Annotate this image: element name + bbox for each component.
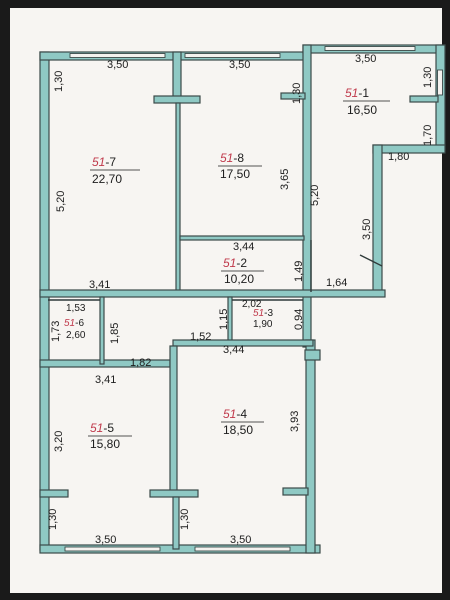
room-7-area: 22,70	[92, 172, 122, 186]
windows	[64, 46, 443, 552]
room-8-label: 51-8	[220, 151, 244, 165]
room-labels: 51-7 22,70 51-8 17,50 51-1 16,50 51-2 10…	[64, 86, 390, 451]
dim-left-wall-top: 1,30	[53, 71, 65, 92]
dim-right-notch-horizontal: 1,80	[388, 151, 409, 163]
dim-top-left: 3,50	[107, 59, 128, 71]
dimension-labels: 3,50 3,50 3,50 1,30 1,30 1,30 1,70 1,80 …	[47, 53, 434, 546]
dim-room7-height: 5,20	[55, 191, 67, 212]
dim-corridor-right: 1,64	[326, 277, 347, 289]
room-4-area: 18,50	[223, 423, 253, 437]
dim-room8-height: 3,65	[279, 169, 291, 190]
dim-room3-right: 0,94	[293, 309, 305, 330]
outer-walls	[39, 44, 446, 554]
dim-room2-height: 1,49	[293, 261, 305, 282]
room-4-label: 51-4	[223, 407, 247, 421]
dim-room1-height: 5,20	[309, 185, 321, 206]
thin-lines	[48, 240, 383, 301]
room-5-area: 15,80	[90, 437, 120, 451]
dim-room1-lower: 3,50	[361, 219, 373, 240]
dim-room7-bottom: 3,41	[89, 279, 110, 291]
room-8-area: 17,50	[220, 167, 250, 181]
dim-mid-wall-bottom: 1,30	[179, 509, 191, 530]
dim-right-notch-vertical: 1,70	[422, 125, 434, 146]
dim-right-wall-top: 1,30	[422, 67, 434, 88]
room-2-label: 51-2	[223, 256, 247, 270]
room-3-area: 1,90	[253, 319, 273, 330]
room-3-label: 51-3	[253, 308, 273, 319]
dim-room4-top: 3,44	[223, 344, 244, 356]
dim-room6-left: 1,73	[50, 321, 62, 342]
room-5-label: 51-5	[90, 421, 114, 435]
dim-mid-wall-top: 1,30	[291, 83, 303, 104]
dim-top-mid: 3,50	[229, 59, 250, 71]
room-1-area: 16,50	[347, 103, 377, 117]
dim-room5-top: 3,41	[95, 374, 116, 386]
dim-bottom-right: 3,50	[230, 534, 251, 546]
dim-room3-left: 1,15	[218, 309, 230, 330]
dim-room4-height: 3,93	[289, 411, 301, 432]
dim-room6-top: 1,53	[66, 303, 86, 314]
room-6-area: 2,60	[66, 330, 86, 341]
dim-left-wall-bottom: 1,30	[47, 509, 59, 530]
interior-walls	[39, 51, 439, 550]
room-7-label: 51-7	[92, 155, 116, 169]
room-1-label: 51-1	[345, 86, 369, 100]
dim-room2-top: 3,44	[233, 241, 254, 253]
dim-top-right: 3,50	[355, 53, 376, 65]
dim-bottom-left: 3,50	[95, 534, 116, 546]
dim-hall-top: 1,52	[190, 331, 211, 343]
dim-room3-top: 2,02	[242, 299, 262, 310]
room-2-area: 10,20	[224, 272, 254, 286]
room-6-label: 51-6	[64, 318, 84, 329]
dim-room5-height: 3,20	[53, 431, 65, 452]
dim-room6-right: 1,85	[109, 323, 121, 344]
dim-hall-bottom: 1,82	[130, 357, 151, 369]
